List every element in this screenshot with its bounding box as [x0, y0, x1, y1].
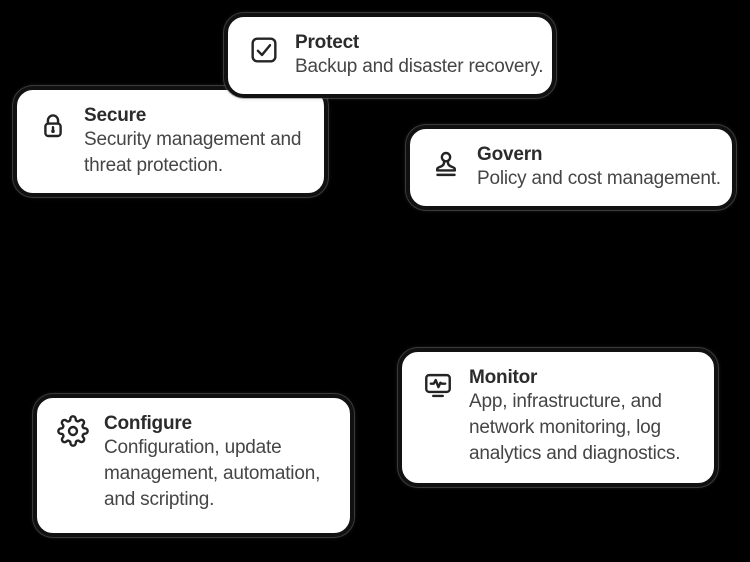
card-description: Backup and disaster recovery.: [295, 56, 544, 78]
card-title: Monitor: [469, 367, 538, 388]
card-protect: Protect Backup and disaster recovery.: [224, 13, 556, 98]
card-description: Configuration, update management, automa…: [104, 437, 321, 510]
card-description: Policy and cost management.: [477, 168, 721, 190]
card-description: App, infrastructure, and network monitor…: [469, 391, 681, 464]
checkbox-checked-icon: [248, 34, 280, 66]
card-title: Govern: [477, 144, 543, 165]
card-title: Secure: [84, 105, 147, 126]
monitor-pulse-icon: [422, 369, 454, 401]
card-monitor: Monitor App, infrastructure, and network…: [398, 348, 718, 487]
card-description: Security management and threat protectio…: [84, 129, 302, 176]
gear-icon: [57, 415, 89, 447]
card-title: Configure: [104, 413, 192, 434]
stamp-icon: [430, 149, 462, 181]
card-govern: Govern Policy and cost management.: [406, 125, 736, 210]
lock-icon: [37, 110, 69, 142]
card-secure: Secure Security management and threat pr…: [13, 86, 328, 197]
card-configure: Configure Configuration, update manageme…: [33, 394, 354, 537]
card-title: Protect: [295, 32, 360, 53]
